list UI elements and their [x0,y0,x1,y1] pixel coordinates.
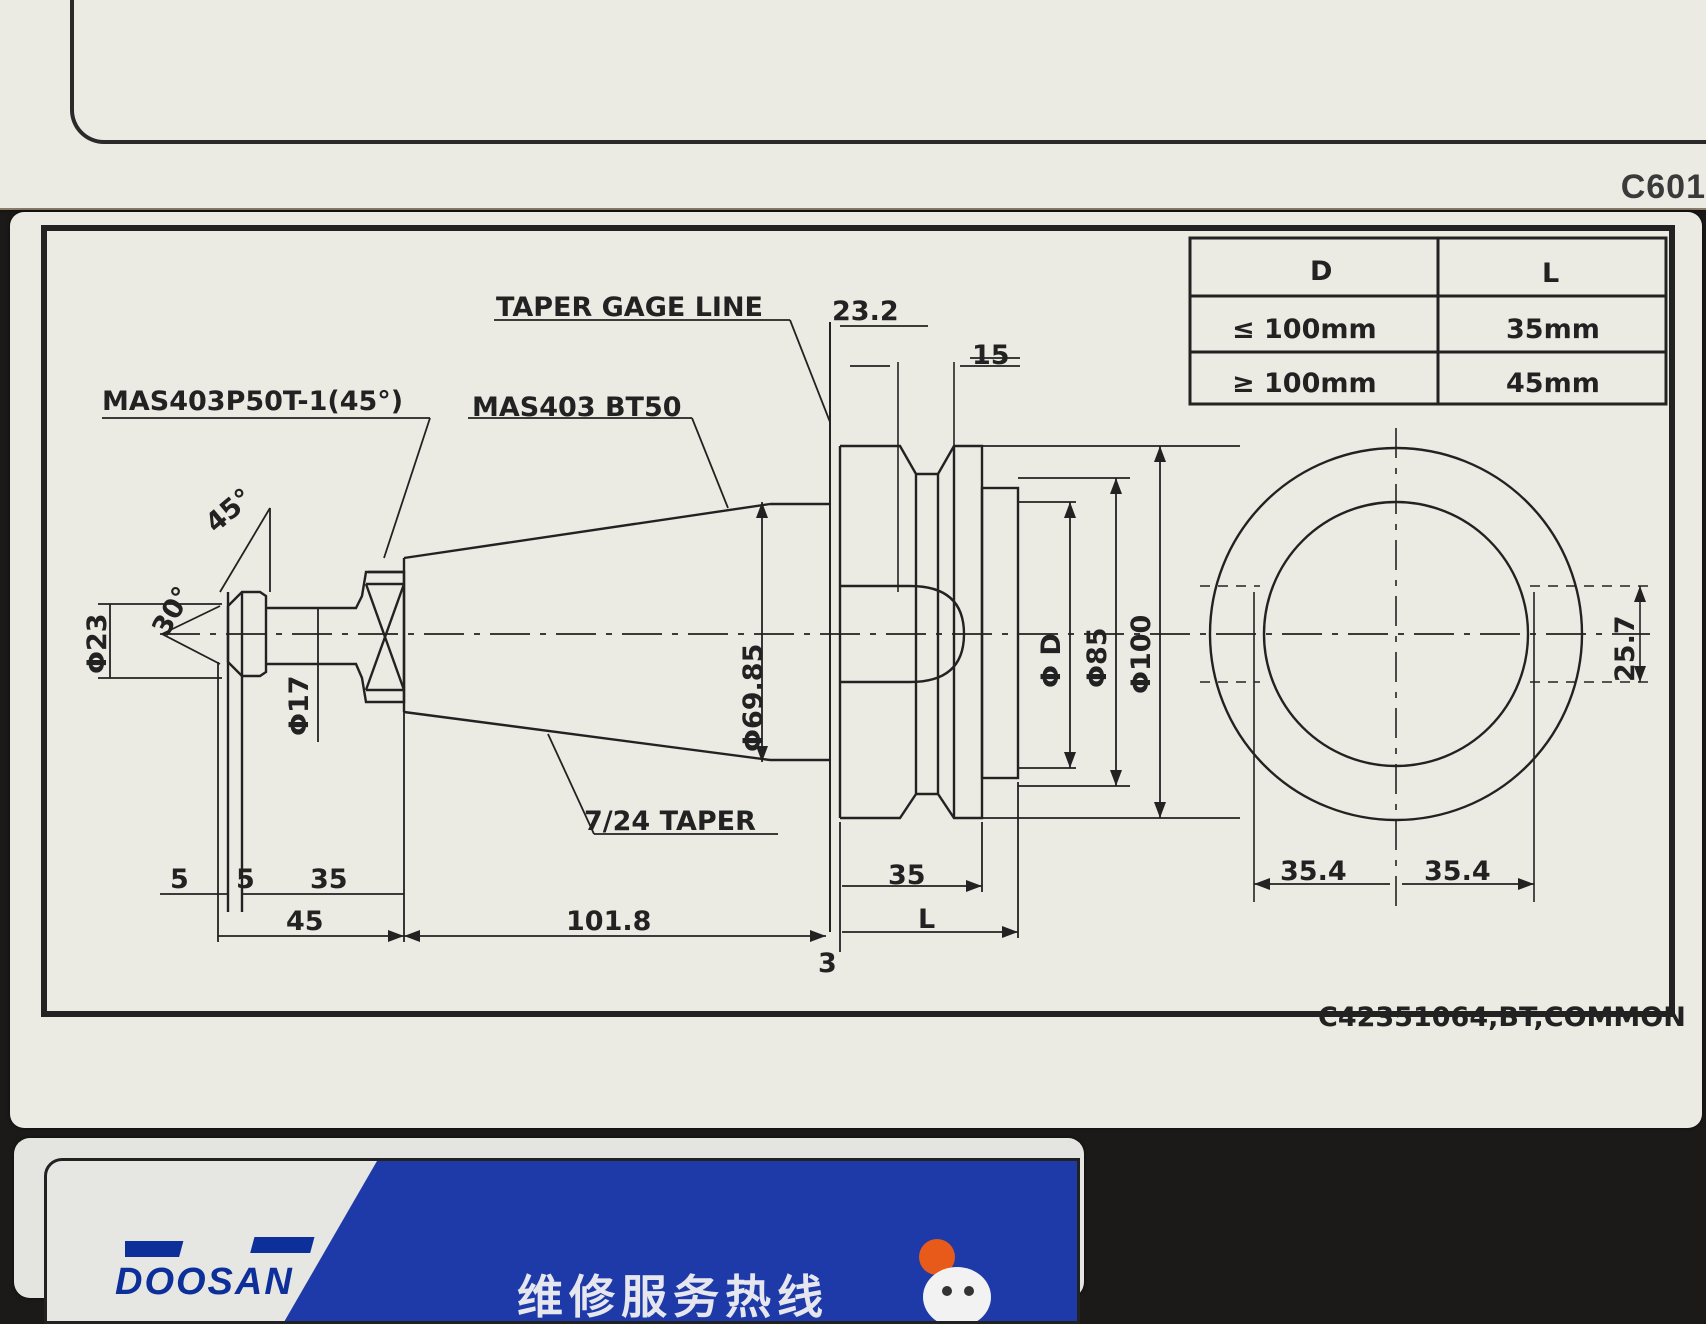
holder-standard-label: MAS403 BT50 [472,392,682,423]
table-row2-l: 45mm [1506,368,1600,399]
service-sticker: DOOSAN 维修服务热线 [14,1138,1084,1324]
top-plate-code: C601 [1620,168,1706,206]
leader-lines [102,319,1020,835]
dim-35-4-a: 35.4 [1280,856,1347,887]
dim-l: L [918,904,935,935]
dim-45: 45 [286,906,324,937]
dim-phi-69-85: Φ69.85 [738,644,769,752]
dim-phi-23: Φ23 [82,613,113,674]
end-view [1200,428,1650,912]
flange [829,322,1020,932]
drawing-code-label: C42351064,BT,COMMON [1318,1002,1686,1033]
dim-30-degree: 30° [146,581,198,641]
arrowheads [388,446,1646,942]
dim-35-a: 35 [310,864,348,895]
extension-lines [98,445,1240,819]
dim-phi-85: Φ85 [1082,627,1113,688]
pull-stud-label: MAS403P50T-1(45°) [102,386,403,417]
spec-table [1188,236,1668,406]
dim-101-8: 101.8 [566,906,651,937]
table-header-d: D [1310,256,1332,287]
doosan-logo-icon [125,1237,315,1257]
tool-holder-drawing: D L ≤ 100mm 35mm ≥ 100mm 45mm TAPER GAGE… [41,225,1686,1033]
dim-25-7: 25.7 [1610,615,1641,682]
drawing-labels: D L ≤ 100mm 35mm ≥ 100mm 45mm TAPER GAGE… [82,256,1686,1033]
dim-35-4-b: 35.4 [1424,856,1491,887]
taper-gage-line-label: TAPER GAGE LINE [496,292,763,323]
mascot-icon [919,1239,991,1321]
drawing-frame [41,225,1675,1017]
top-plate-frame [70,0,1706,144]
pull-stud-shape [226,570,406,912]
dim-phi-17: Φ17 [284,675,315,736]
top-label-plate: C601 [0,0,1706,210]
table-row1-l: 35mm [1506,314,1600,345]
bottom-dimensions [160,662,1534,952]
technical-drawing-plate: D L ≤ 100mm 35mm ≥ 100mm 45mm TAPER GAGE… [10,212,1702,1128]
taper-cone [402,502,830,762]
taper-label: 7/24 TAPER [584,806,756,837]
dim-5-a: 5 [170,864,189,895]
blue-panel: DOOSAN 维修服务热线 [44,1158,1080,1324]
table-row2-d: ≥ 100mm [1232,368,1377,399]
dim-45-degree: 45° [200,483,259,540]
dim-15: 15 [972,340,1010,371]
table-header-l: L [1542,258,1559,289]
dim-phi-100: Φ100 [1126,615,1157,694]
table-row1-d: ≤ 100mm [1232,314,1377,345]
doosan-logo: DOOSAN [115,1261,294,1303]
service-hotline-banner: 维修服务热线 [517,1270,829,1324]
dim-5-b: 5 [236,864,255,895]
dim-23-2: 23.2 [832,296,899,327]
dim-3: 3 [818,948,837,979]
dim-phi-d: Φ D [1036,633,1067,688]
dim-35-b: 35 [888,860,926,891]
